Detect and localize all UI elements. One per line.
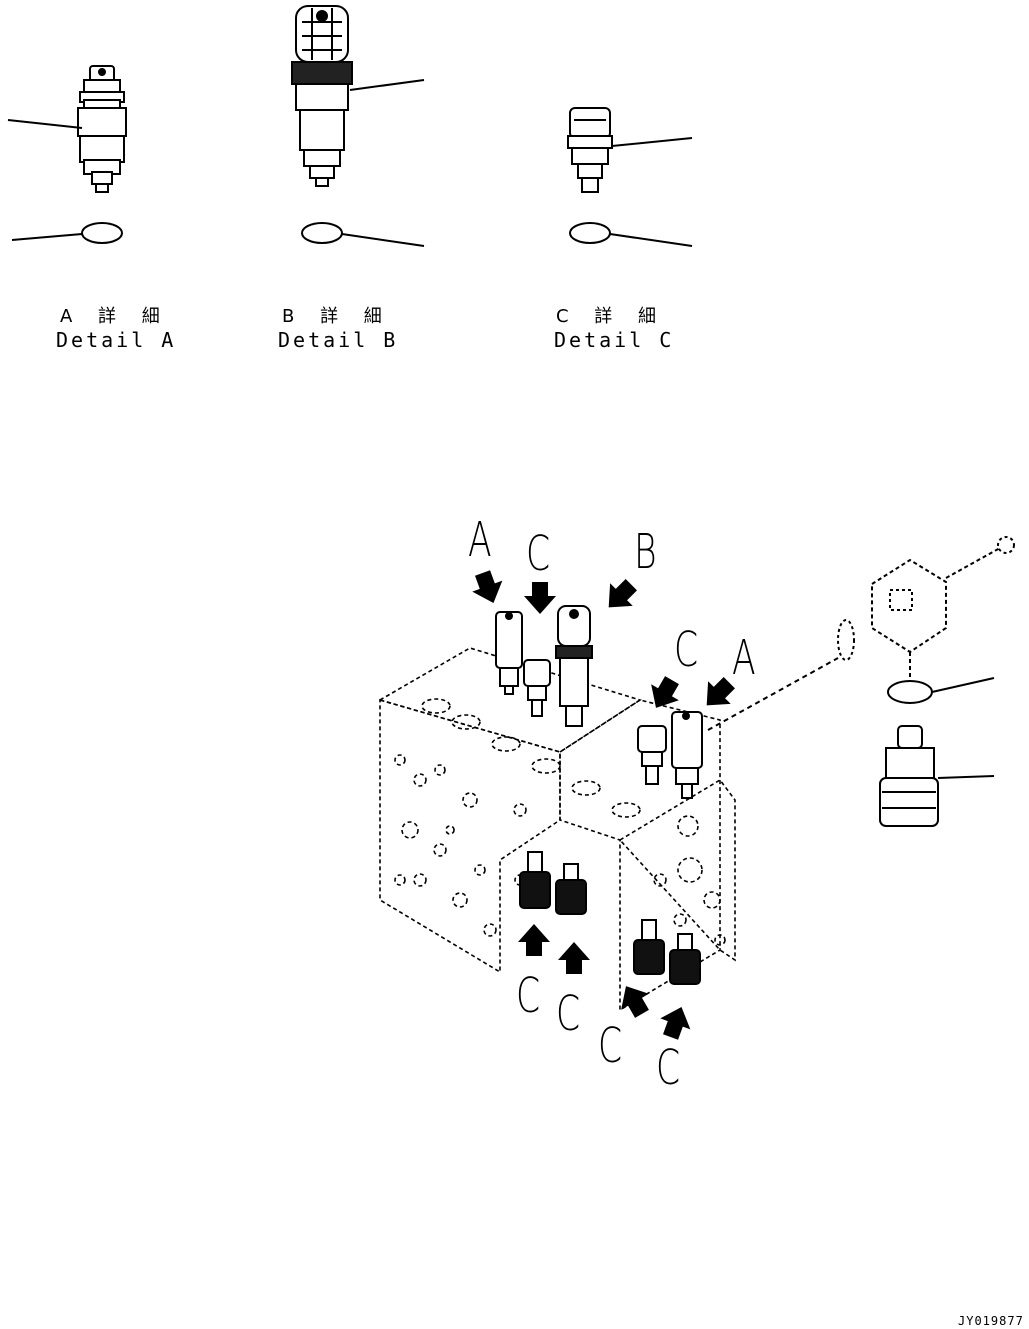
detail-b-caption-en: Detail B	[278, 328, 399, 352]
callout-c-low-2: C	[556, 986, 581, 1042]
detail-b-valve	[291, 5, 425, 247]
callout-a-top: A	[468, 512, 492, 568]
detail-b-caption-jp: B 詳 細	[282, 306, 392, 327]
detail-a-caption-en: Detail A	[56, 328, 177, 352]
detail-a-caption-jp: A 詳 細	[60, 306, 170, 327]
callout-b-top: B	[634, 524, 657, 580]
relief-valve-exploded	[707, 536, 1015, 827]
detail-c-valve	[567, 107, 693, 247]
callout-c-low-3: C	[598, 1018, 623, 1074]
detail-c-caption-jp: C 詳 細	[556, 306, 667, 327]
callout-a-mid: A	[732, 630, 756, 686]
figure-code: JY019877	[958, 1314, 1024, 1328]
callout-c-low-4: C	[656, 1040, 681, 1096]
callout-c-top: C	[526, 526, 551, 582]
installed-valves	[495, 605, 703, 985]
callout-c-low-1: C	[516, 968, 541, 1024]
detail-c-caption-en: Detail C	[554, 328, 675, 352]
main-valve-block	[377, 647, 736, 1012]
callout-c-mid: C	[674, 622, 699, 678]
detail-a-valve	[7, 65, 127, 244]
